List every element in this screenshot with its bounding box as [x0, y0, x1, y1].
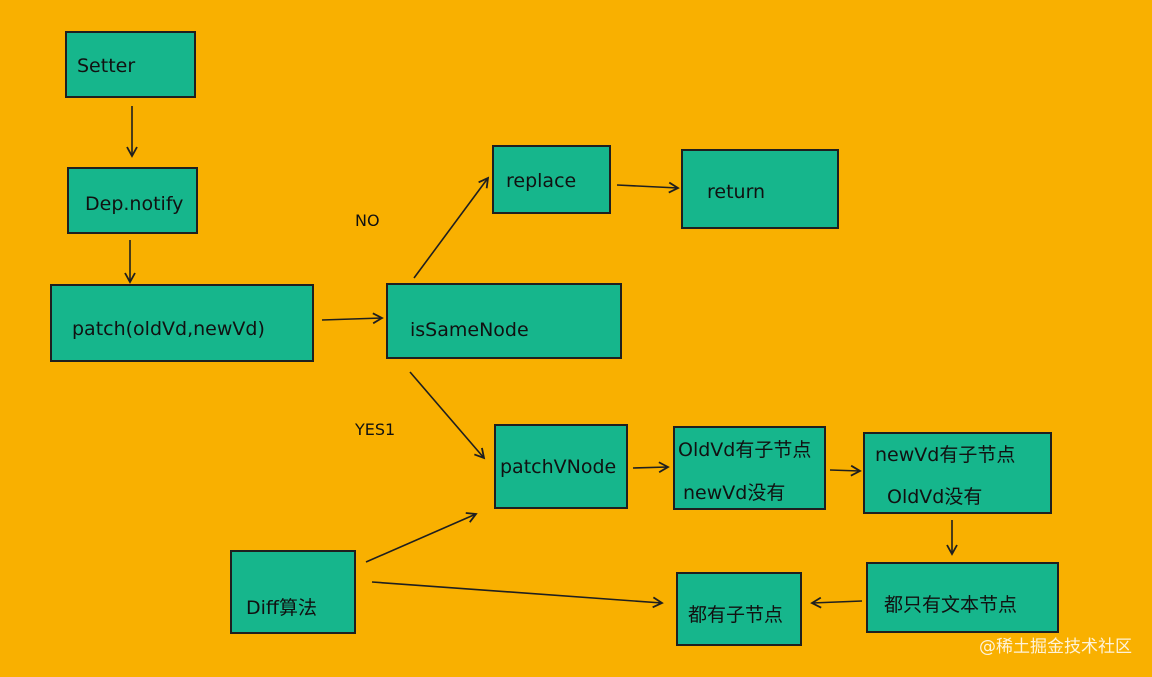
- edge-label-yes: YES1: [355, 420, 396, 439]
- arrow-oldvd-to-newvd: [829, 464, 862, 477]
- arrow-diff-to-patchvnode: [365, 512, 478, 563]
- replace-label: replace: [506, 170, 577, 192]
- new-has-children-line2: OldVd没有: [887, 486, 983, 508]
- both-text-label: 都只有文本节点: [884, 594, 1018, 616]
- arrow-patch-to-issamenode: [321, 312, 384, 325]
- arrow-replace-to-return: [616, 181, 680, 194]
- new-has-children-line1: newVd有子节点: [875, 444, 1016, 466]
- return-node: return: [681, 149, 839, 229]
- both-children-label: 都有子节点: [688, 604, 784, 626]
- is-same-node-label: isSameNode: [410, 319, 529, 341]
- old-has-children-node: OldVd有子节点 newVd没有: [673, 426, 826, 510]
- patch-label: patch(oldVd,newVd): [72, 318, 265, 340]
- patch-node: patch(oldVd,newVd): [50, 284, 314, 362]
- return-label: return: [707, 181, 766, 203]
- watermark: @稀土掘金技术社区: [979, 637, 1132, 657]
- patch-vnode-node: patchVNode: [494, 424, 628, 509]
- dep-notify-label: Dep.notify: [85, 193, 184, 215]
- arrow-issamenode-to-replace: [413, 176, 490, 279]
- diff-node: Diff算法: [230, 550, 356, 634]
- dep-notify-node: Dep.notify: [67, 167, 198, 234]
- both-children-node: 都有子节点: [676, 572, 802, 646]
- old-has-children-line1: OldVd有子节点: [678, 439, 812, 461]
- arrow-diff-to-children: [371, 581, 664, 609]
- is-same-node-node: isSameNode: [386, 283, 622, 359]
- diff-label: Diff算法: [246, 597, 317, 619]
- setter-label: Setter: [77, 55, 136, 77]
- edge-label-no: NO: [355, 211, 380, 230]
- both-text-node: 都只有文本节点: [866, 562, 1059, 633]
- new-has-children-node: newVd有子节点 OldVd没有: [863, 432, 1052, 514]
- arrow-text-to-children: [810, 596, 863, 609]
- patch-vnode-label: patchVNode: [500, 456, 617, 478]
- replace-node: replace: [492, 145, 611, 214]
- arrow-patchvnode-to-oldvd: [632, 461, 670, 474]
- setter-node: Setter: [65, 31, 196, 98]
- arrow-issamenode-to-patchvnode: [409, 371, 486, 460]
- old-has-children-line2: newVd没有: [683, 482, 786, 504]
